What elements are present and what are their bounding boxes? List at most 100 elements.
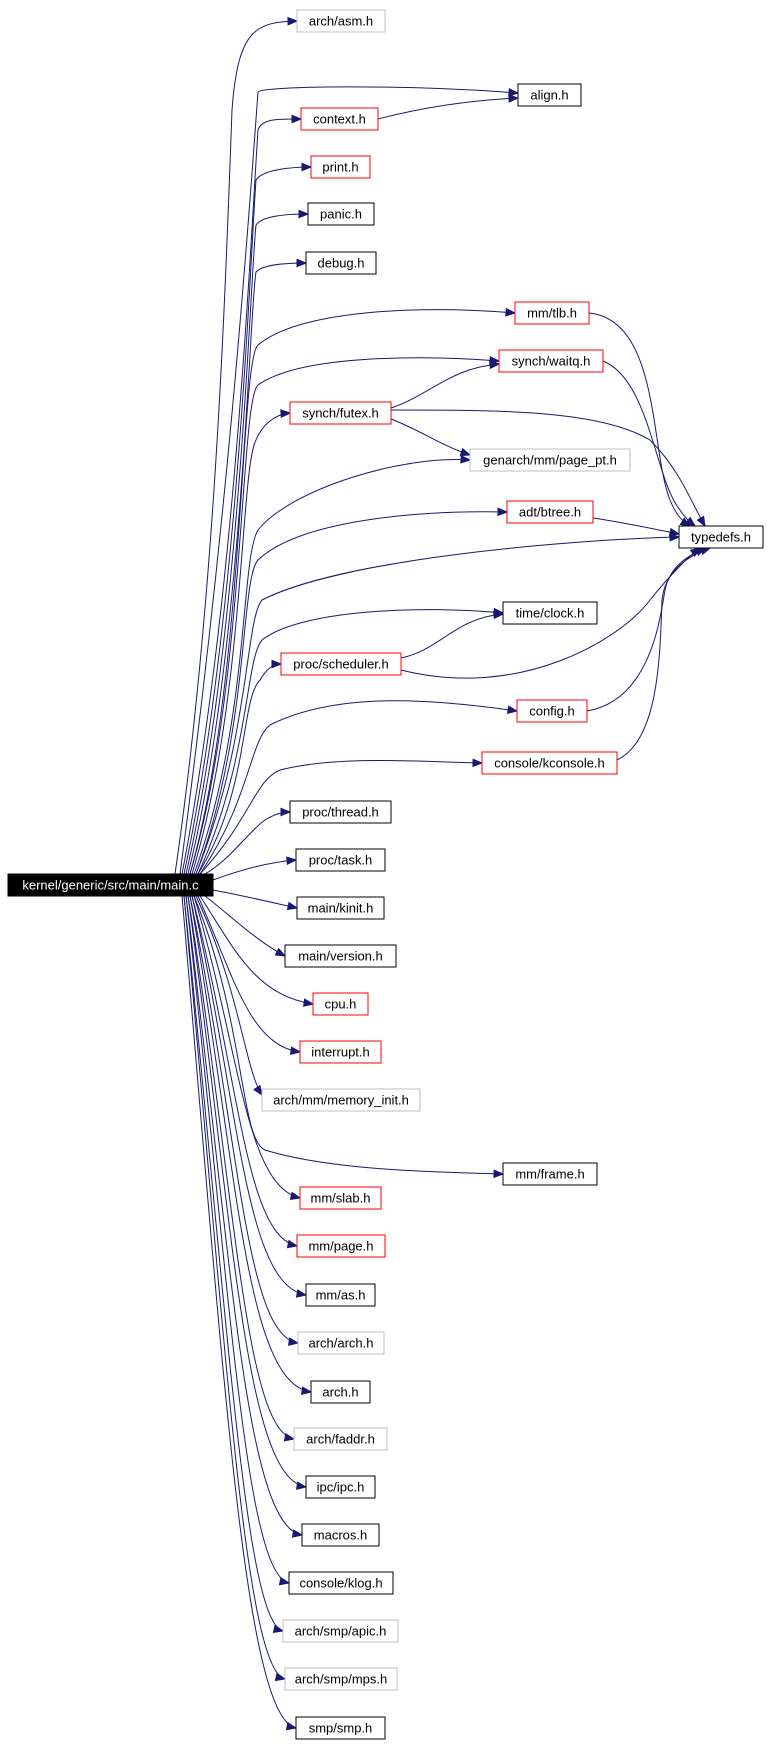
node-mm-frame[interactable]: mm/frame.h [502,1162,598,1186]
node-print[interactable]: print.h [310,155,371,179]
node-time-clock[interactable]: time/clock.h [502,601,598,625]
arrowhead [493,610,505,620]
node-debug[interactable]: debug.h [305,251,377,275]
edge-line [183,166,312,875]
edge-main-to-adt_btree [195,507,509,875]
node-layer: kernel/generic/src/main/main.c arch/asm.h… [7,9,764,1740]
edge-main-to-context [181,114,303,875]
node-label: typedefs.h [691,530,751,545]
node-config[interactable]: config.h [516,699,588,723]
node-box [296,1234,386,1258]
node-box [295,848,386,872]
node-adt-btree[interactable]: adt/btree.h [506,500,594,524]
node-arch-arch[interactable]: arch/arch.h [297,1331,385,1355]
arrowhead [298,209,310,219]
node-mps[interactable]: arch/smp/mps.h [284,1667,398,1691]
edge-main-to-time_clock [197,607,505,875]
arrowhead [302,998,315,1007]
arrowhead [489,360,501,370]
node-box [7,873,214,897]
node-arch[interactable]: arch.h [310,1380,371,1404]
edge-line [181,895,297,1729]
edge-main-to-smp [181,895,298,1731]
node-mm-as[interactable]: mm/as.h [305,1283,376,1307]
node-proc-scheduler[interactable]: proc/scheduler.h [280,652,402,676]
node-label: config.h [529,704,575,719]
edge-line [181,118,302,875]
node-main-version[interactable]: main/version.h [284,944,397,968]
edge-line [592,517,680,535]
edge-line [183,895,286,1680]
node-context[interactable]: context.h [300,107,379,131]
arrowhead [280,409,292,418]
node-typedefs[interactable]: typedefs.h [678,525,764,549]
node-label: time/clock.h [516,606,585,621]
node-label: arch/faddr.h [306,1432,375,1447]
node-mm-tlb[interactable]: mm/tlb.h [514,301,590,325]
edge-main-to-mm_slab [193,895,302,1201]
arrowhead [286,901,299,911]
edge-main-to-mps [183,895,287,1682]
node-kconsole[interactable]: console/kconsole.h [481,751,618,775]
edge-main-to-align [179,86,520,875]
arrowhead [295,1289,308,1298]
edge-line [197,609,504,875]
edge-line [199,895,314,1005]
node-box [295,1716,386,1740]
node-main[interactable]: kernel/generic/src/main/main.c [7,873,214,897]
node-cpu[interactable]: cpu.h [312,992,369,1016]
node-klog[interactable]: console/klog.h [288,1571,394,1595]
node-apic[interactable]: arch/smp/apic.h [282,1619,399,1643]
node-box [297,1331,385,1355]
edge-main-to-macros [185,895,304,1538]
node-label: arch/asm.h [309,14,373,29]
edge-main-to-main_kinit [212,889,299,911]
node-page-pt[interactable]: genarch/mm/page_pt.h [469,448,631,472]
node-box [310,155,371,179]
node-arch-faddr[interactable]: arch/faddr.h [293,1427,388,1451]
edge-main-to-proc_scheduler [197,659,283,875]
node-mm-page[interactable]: mm/page.h [296,1234,386,1258]
node-interrupt[interactable]: interrupt.h [299,1040,382,1064]
node-mm-slab[interactable]: mm/slab.h [299,1186,382,1210]
node-box [307,202,375,226]
node-arch-asm[interactable]: arch/asm.h [296,9,386,33]
edge-main-to-arch_faddr [187,895,296,1442]
node-synch-futex[interactable]: synch/futex.h [289,401,392,425]
edge-line [586,547,706,712]
node-proc-task[interactable]: proc/task.h [295,848,386,872]
node-label: proc/scheduler.h [293,657,388,672]
edge-line [199,700,518,875]
arrowhead [286,1239,299,1249]
node-proc-thread[interactable]: proc/thread.h [289,800,392,824]
node-box [300,107,379,131]
edge-kconsole-to-typedefs [616,547,712,761]
node-ipc[interactable]: ipc/ipc.h [305,1475,376,1499]
edge-main-to-mm_tlb [189,307,517,875]
node-box [516,699,588,723]
edge-main-to-main_version [204,895,287,957]
node-label: interrupt.h [311,1045,370,1060]
node-box [305,251,377,275]
node-box [305,1283,376,1307]
edge-line [189,357,500,875]
arrowhead [272,1624,285,1634]
node-label: context.h [313,112,366,127]
node-memory-init[interactable]: arch/mm/memory_init.h [261,1088,421,1112]
edge-line [193,459,471,875]
node-main-kinit[interactable]: main/kinit.h [296,896,385,920]
node-macros[interactable]: macros.h [301,1523,380,1547]
node-panic[interactable]: panic.h [307,202,375,226]
edge-main-to-interrupt [197,895,302,1055]
node-align[interactable]: align.h [517,83,582,107]
edge-line [212,859,297,881]
edge-line [212,889,298,909]
node-smp[interactable]: smp/smp.h [295,1716,386,1740]
arrowhead [505,307,517,317]
arrowhead [291,114,303,124]
arrowhead [508,94,520,103]
edge-main-to-cpu [199,895,315,1007]
edge-line [616,547,711,761]
node-synch-waitq[interactable]: synch/waitq.h [498,349,604,373]
node-box [498,349,604,373]
